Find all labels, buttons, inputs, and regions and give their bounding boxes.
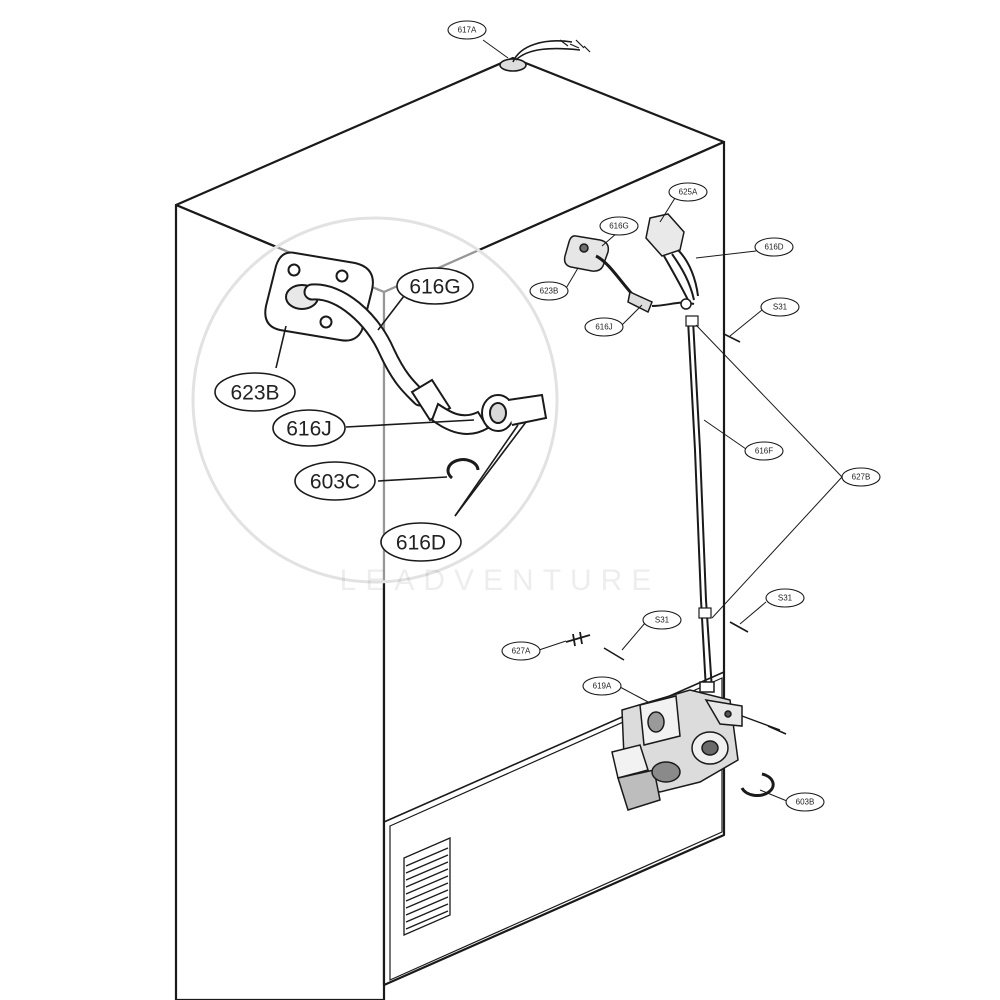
svg-text:616D: 616D: [396, 532, 446, 555]
callout-616G-large: 616G: [396, 267, 474, 305]
callout-616D-small: 616D: [754, 237, 794, 257]
svg-text:603C: 603C: [310, 471, 360, 494]
callout-S31-mid-right: S31: [765, 588, 805, 608]
svg-text:616F: 616F: [755, 447, 773, 456]
detail-clip: [446, 458, 480, 480]
callout-S31-mid-left: S31: [642, 610, 682, 630]
callout-603C-large: 603C: [294, 461, 376, 501]
callout-616D-large: 616D: [380, 522, 462, 562]
svg-text:616G: 616G: [609, 222, 629, 231]
watermark-text: LEADVENTURE: [340, 564, 661, 597]
svg-text:625A: 625A: [679, 188, 698, 197]
clip-627A: [565, 631, 591, 647]
svg-text:623B: 623B: [540, 287, 559, 296]
vent-grille: [403, 837, 451, 936]
svg-text:603B: 603B: [796, 798, 815, 807]
svg-text:616J: 616J: [595, 323, 612, 332]
leader-lines: [482, 39, 843, 802]
top-cord-grommet: [499, 39, 591, 72]
svg-text:S31: S31: [773, 303, 788, 312]
detail-elbow-fitting: [410, 378, 548, 435]
svg-text:617A: 617A: [458, 26, 477, 35]
svg-text:627B: 627B: [852, 473, 871, 482]
callout-627B: 627B: [841, 467, 881, 487]
detail-water-tube: [303, 283, 429, 407]
water-line-616F: [685, 315, 713, 691]
callout-625A: 625A: [668, 182, 708, 202]
callout-617A: 617A: [447, 20, 487, 40]
svg-text:S31: S31: [778, 594, 793, 603]
callout-616J-large: 616J: [272, 409, 346, 447]
svg-text:623B: 623B: [230, 382, 279, 405]
callout-S31-top: S31: [760, 297, 800, 317]
callout-619A: 619A: [582, 676, 622, 696]
svg-text:616J: 616J: [286, 418, 332, 441]
callout-616G-small: 616G: [599, 216, 639, 236]
callout-623B-large: 623B: [214, 372, 296, 412]
svg-text:627A: 627A: [512, 647, 531, 656]
callout-616F: 616F: [744, 441, 784, 461]
callout-623B-small: 623B: [529, 281, 569, 301]
water-valve-assembly: [611, 681, 781, 811]
callout-616J-small: 616J: [584, 317, 624, 337]
callout-603B: 603B: [785, 792, 825, 812]
detail-leader-lines: [275, 295, 527, 517]
svg-text:619A: 619A: [593, 682, 612, 691]
clip-603B: [740, 772, 775, 797]
callout-627A: 627A: [501, 641, 541, 661]
svg-text:616G: 616G: [409, 276, 460, 299]
upper-fittings: [563, 213, 699, 314]
svg-text:616D: 616D: [764, 243, 783, 252]
svg-text:S31: S31: [655, 616, 670, 625]
